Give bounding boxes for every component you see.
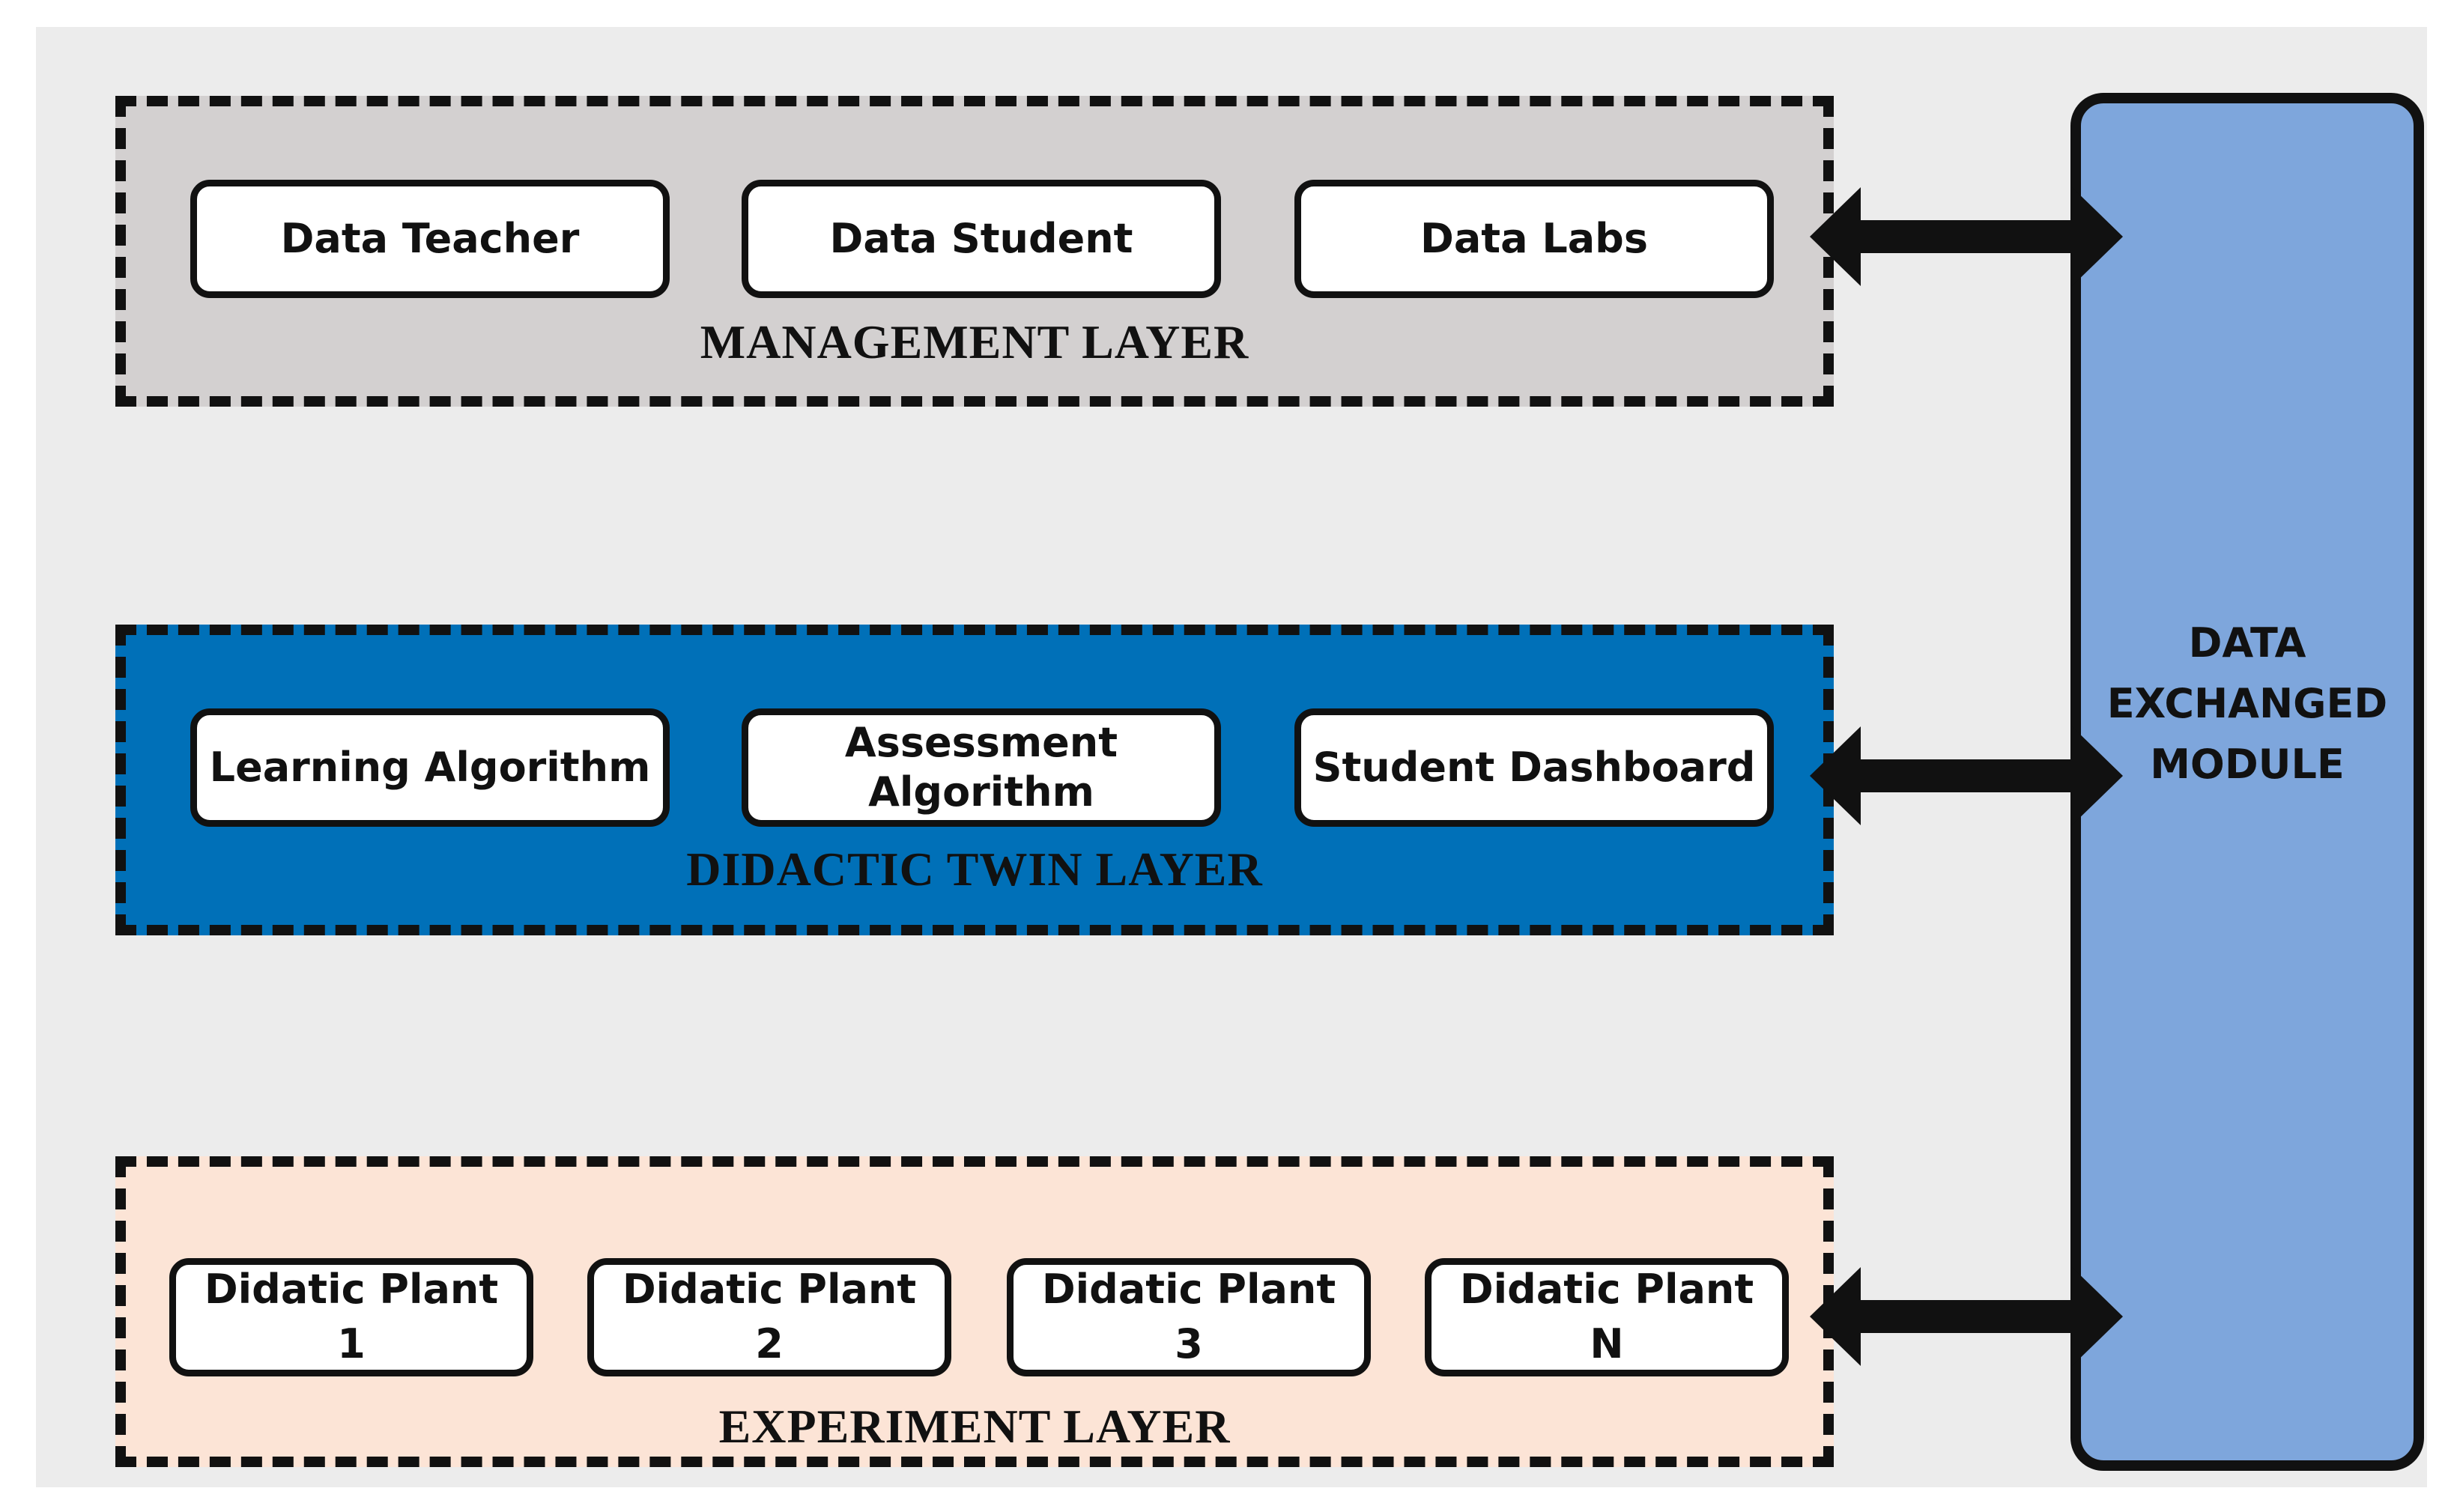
data-student-box: Data Student [742, 180, 1221, 298]
connector-arrows [1810, 187, 2123, 1366]
experiment-layer-title: EXPERIMENT LAYER [718, 1400, 1231, 1453]
didactic-twin-layer-title: DIDACTIC TWIN LAYER [686, 842, 1263, 896]
experiment-layer: Didatic Plant 1 Didatic Plant 2 Didatic … [115, 1156, 1834, 1467]
management-module-double-arrow [1810, 187, 2123, 286]
learning-algorithm-box: Learning Algorithm [190, 708, 670, 827]
assessment-algorithm-box: Assessment Algorithm [742, 708, 1221, 827]
didatic-plant-1-box: Didatic Plant 1 [169, 1258, 533, 1376]
diagram-canvas: Data Teacher Data Student Data Labs MANA… [36, 27, 2427, 1487]
didatic-plant-n-box: Didatic Plant N [1425, 1258, 1789, 1376]
management-layer: Data Teacher Data Student Data Labs MANA… [115, 96, 1834, 407]
data-teacher-box: Data Teacher [190, 180, 670, 298]
didatic-plant-3-box: Didatic Plant 3 [1007, 1258, 1371, 1376]
student-dashboard-box: Student Dashboard [1294, 708, 1774, 827]
didactic-twin-layer: Learning Algorithm Assessment Algorithm … [115, 625, 1834, 935]
data-exchanged-module-label: DATA EXCHANGED MODULE [2106, 619, 2388, 788]
management-layer-title: MANAGEMENT LAYER [700, 315, 1249, 368]
experiment-module-double-arrow [1810, 1267, 2123, 1366]
data-labs-box: Data Labs [1294, 180, 1774, 298]
didatic-plant-2-box: Didatic Plant 2 [587, 1258, 951, 1376]
didactic-module-double-arrow [1810, 726, 2123, 825]
